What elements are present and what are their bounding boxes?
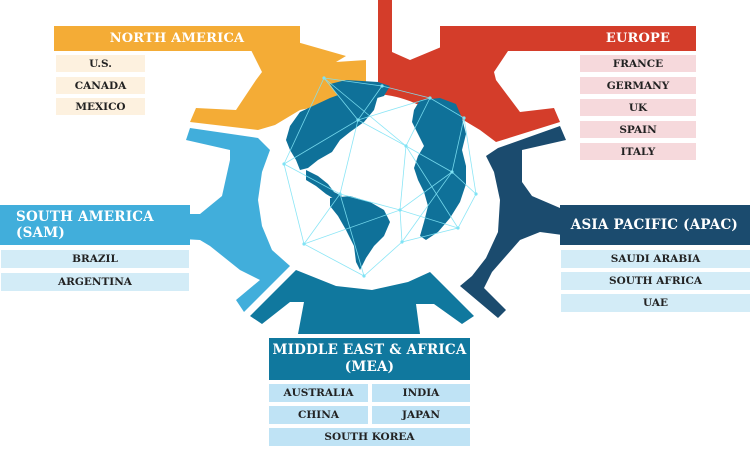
south-america-gear-segment — [166, 128, 290, 312]
north-america-item-canada: CANADA — [56, 77, 145, 94]
item-label: GERMANY — [606, 79, 670, 92]
europe-label: EUROPE — [605, 31, 671, 46]
item-label: SPAIN — [619, 123, 657, 136]
item-label: MEXICO — [75, 100, 126, 113]
south-america-label: SOUTH AMERICA (SAM) — [16, 209, 154, 241]
asia-pacific-item-uae: UAE — [561, 294, 750, 312]
item-label: CHINA — [298, 409, 339, 421]
asia-pacific-item-saudi-arabia: SAUDI ARABIA — [561, 250, 750, 268]
south-america-item-brazil: BRAZIL — [1, 250, 189, 268]
mea-label-line2: (MEA) — [344, 359, 395, 375]
europe-header: EUROPE — [440, 26, 696, 51]
europe-item-uk: UK — [580, 99, 696, 116]
item-label: FRANCE — [612, 57, 664, 70]
north-america-item-us: U.S. — [56, 55, 145, 72]
south-america-header: SOUTH AMERICA (SAM) — [0, 205, 190, 245]
item-label: UK — [628, 101, 648, 114]
asia-pacific-header: ASIA PACIFIC (APAC) — [560, 205, 750, 245]
europe-item-italy: ITALY — [580, 143, 696, 160]
south-america-item-argentina: ARGENTINA — [1, 273, 189, 291]
mea-header: MIDDLE EAST & AFRICA (MEA) — [269, 338, 470, 380]
item-label: BRAZIL — [72, 253, 118, 265]
mea-item-south-korea: SOUTH KOREA — [269, 428, 470, 446]
item-label: INDIA — [402, 387, 440, 399]
item-label: U.S. — [89, 57, 112, 70]
mea-item-australia: AUSTRALIA — [269, 384, 368, 402]
item-label: ITALY — [620, 145, 656, 158]
north-america-item-mexico: MEXICO — [56, 98, 145, 115]
item-label: SOUTH AFRICA — [608, 275, 703, 287]
europe-gear-segment — [378, 0, 560, 142]
asia-pacific-item-south-africa: SOUTH AFRICA — [561, 272, 750, 290]
north-america-gear-segment — [190, 0, 366, 130]
asia-pacific-gear-segment — [460, 126, 574, 318]
item-label: JAPAN — [402, 409, 440, 421]
item-label: UAE — [643, 297, 668, 309]
europe-item-france: FRANCE — [580, 55, 696, 72]
item-label: AUSTRALIA — [283, 387, 354, 399]
europe-item-spain: SPAIN — [580, 121, 696, 138]
globe-network-icon — [272, 76, 478, 286]
mea-gear-segment — [250, 270, 474, 334]
north-america-header: NORTH AMERICA — [54, 26, 300, 51]
mea-item-china: CHINA — [269, 406, 368, 424]
item-label: ARGENTINA — [58, 276, 132, 288]
item-label: SAUDI ARABIA — [610, 253, 701, 265]
mea-item-japan: JAPAN — [372, 406, 470, 424]
mea-item-india: INDIA — [372, 384, 470, 402]
mea-label-line1: MIDDLE EAST & AFRICA — [272, 342, 467, 358]
europe-item-germany: GERMANY — [580, 77, 696, 94]
item-label: CANADA — [74, 79, 127, 92]
north-america-label: NORTH AMERICA — [109, 31, 245, 46]
asia-pacific-label: ASIA PACIFIC (APAC) — [570, 217, 738, 233]
item-label: SOUTH KOREA — [324, 431, 415, 443]
